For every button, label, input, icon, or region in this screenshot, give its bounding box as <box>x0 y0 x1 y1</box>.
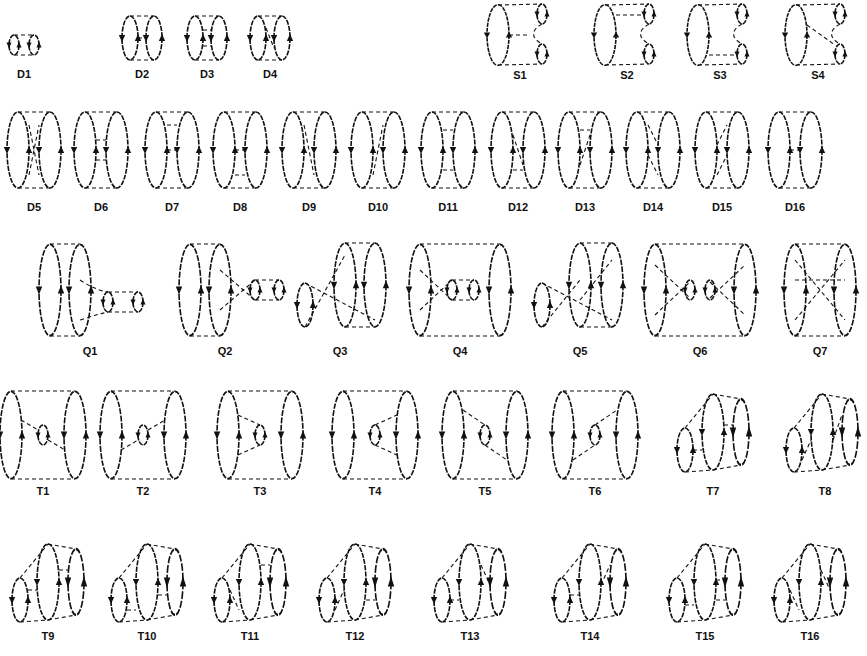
cylinder-diagram <box>431 544 509 622</box>
diagram-label: D8 <box>233 201 247 213</box>
diagram-label: T7 <box>707 485 720 497</box>
diagram-label: T5 <box>479 485 492 497</box>
cylinder-diagram <box>591 4 657 65</box>
cylinder-diagram <box>210 112 270 188</box>
diagram-label: D15 <box>712 201 732 213</box>
cylinder-diagram <box>329 391 421 479</box>
diagram-label: Q5 <box>573 345 588 357</box>
diagram-label: D16 <box>785 201 805 213</box>
diagram-label: Q2 <box>218 345 233 357</box>
diagram-label: D3 <box>200 68 214 80</box>
cylinder-diagram <box>97 391 189 479</box>
diagram-label: D13 <box>575 201 595 213</box>
diagram-label: Q3 <box>333 345 348 357</box>
diagram-label: T10 <box>138 630 157 642</box>
cylinder-diagram <box>484 4 550 65</box>
cylinder-diagram <box>294 243 389 327</box>
diagram-label: Q4 <box>453 345 468 357</box>
diagram-label: S2 <box>620 69 633 81</box>
diagram-label: D5 <box>27 201 41 213</box>
diagram-label: Q6 <box>693 345 708 357</box>
cylinder-diagram <box>214 391 306 479</box>
diagram-label: D2 <box>135 68 149 80</box>
diagram-label: D4 <box>263 68 277 80</box>
cylinder-diagram <box>623 112 683 188</box>
diagram-label: D11 <box>438 201 458 213</box>
diagram-label: T12 <box>346 630 365 642</box>
cylinder-diagram <box>406 244 514 336</box>
diagram-label: T8 <box>819 485 832 497</box>
cylinder-diagram <box>782 4 848 65</box>
cylinder-diagram <box>184 16 230 60</box>
diagram-label: D6 <box>94 201 108 213</box>
cylinder-diagram <box>119 16 165 60</box>
diagram-label: S4 <box>811 69 824 81</box>
diagram-label: Q1 <box>83 345 98 357</box>
cylinder-diagram <box>142 112 202 188</box>
cylinder-diagram <box>684 4 750 65</box>
diagram-label: T11 <box>241 630 259 642</box>
diagram-label: D1 <box>17 68 31 80</box>
diagram-label: S3 <box>713 69 726 81</box>
cylinder-diagram <box>666 544 744 622</box>
diagram-label: T16 <box>801 630 820 642</box>
cylinder-diagram <box>641 244 759 336</box>
diagram-label: D12 <box>508 201 528 213</box>
cylinder-diagram <box>555 112 615 188</box>
cylinder-diagram <box>108 544 186 622</box>
cylinder-diagram <box>348 112 408 188</box>
cylinder-diagram <box>674 394 752 472</box>
diagram-label: T2 <box>137 485 150 497</box>
cylinder-diagram <box>176 244 287 336</box>
diagram-label: D9 <box>302 201 316 213</box>
diagram-label: T14 <box>581 630 600 642</box>
cylinder-diagram <box>551 544 629 622</box>
cylinder-diagram <box>316 544 394 622</box>
diagram-label: Q7 <box>813 345 828 357</box>
diagram-label: T6 <box>589 485 602 497</box>
cylinder-diagram <box>765 112 825 188</box>
diagram-label: T4 <box>369 485 382 497</box>
cylinder-diagram <box>279 112 339 188</box>
cylinder-diagram <box>781 244 859 336</box>
diagram-label: T9 <box>42 630 55 642</box>
cylinder-diagram <box>71 112 131 188</box>
diagram-label: T13 <box>461 630 480 642</box>
cylinder-diagram <box>783 394 861 472</box>
cylinder-diagram <box>211 544 289 622</box>
cylinder-diagram <box>4 112 64 188</box>
cylinder-diagram <box>692 112 752 188</box>
diagram-label: D14 <box>643 201 663 213</box>
cylinder-diagram <box>488 112 548 188</box>
cylinder-diagram <box>771 544 849 622</box>
cylinder-diagram <box>0 391 89 479</box>
cylinder-diagram <box>247 16 293 60</box>
cylinder-diagram <box>36 244 146 336</box>
diagram-label: T15 <box>696 630 715 642</box>
cylinder-diagram <box>6 35 41 55</box>
cylinder-diagram <box>9 544 87 622</box>
cylinder-diagram <box>418 112 478 188</box>
cylinder-diagram <box>531 243 626 327</box>
diagram-label: T1 <box>37 485 50 497</box>
diagram-label: D10 <box>368 201 388 213</box>
diagram-label: S1 <box>513 69 526 81</box>
cylinder-diagram <box>549 391 641 479</box>
diagram-label: D7 <box>165 201 179 213</box>
diagram-label: T3 <box>254 485 267 497</box>
cylinder-diagram <box>439 391 531 479</box>
